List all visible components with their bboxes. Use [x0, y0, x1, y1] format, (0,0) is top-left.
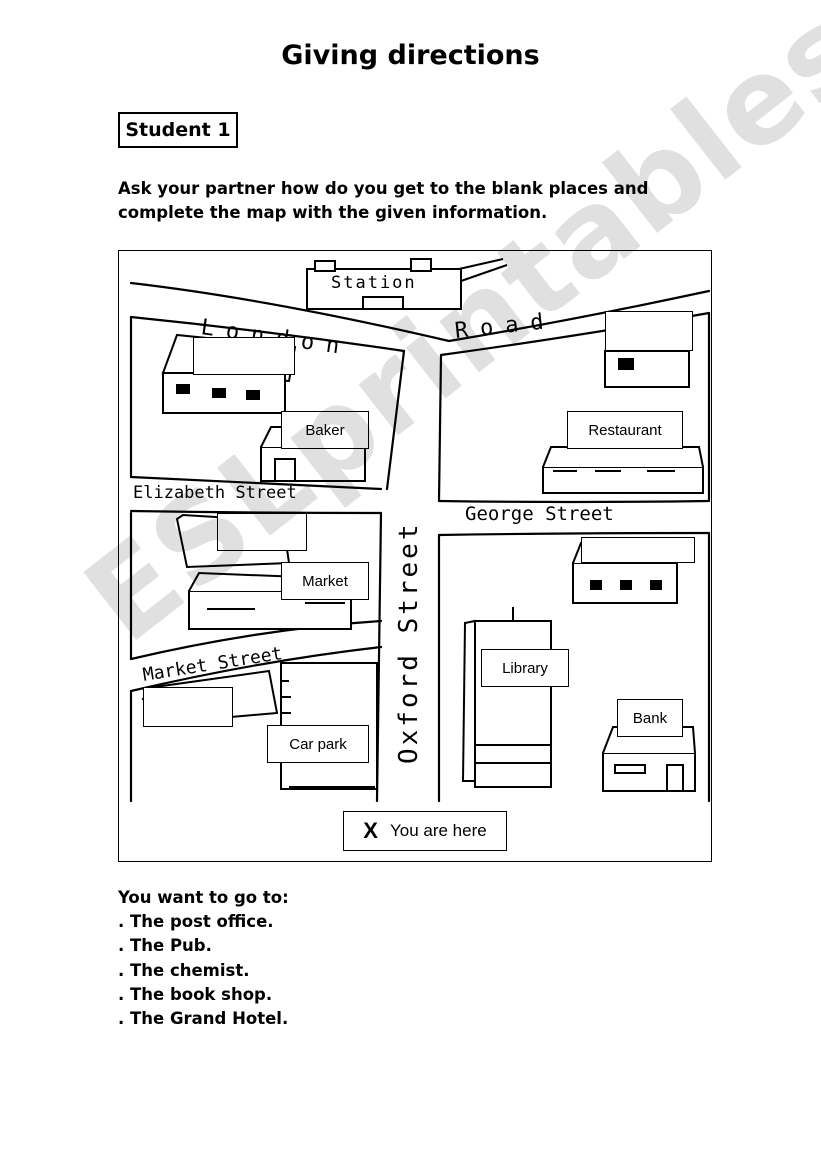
blank-label-2[interactable] — [605, 311, 693, 351]
george-top-edge — [437, 499, 711, 504]
oxford-right-edge-top — [437, 353, 443, 503]
list-item: . The post office. — [118, 912, 274, 932]
restaurant-building — [542, 446, 704, 494]
student-label: Student 1 — [118, 112, 238, 148]
instructions: Ask your partner how do you get to the b… — [118, 177, 718, 225]
building-label-library: Library — [481, 649, 569, 687]
station-building — [306, 258, 508, 310]
you-are-here-marker: X You are here — [343, 811, 507, 851]
library-building — [461, 607, 552, 788]
page-title: Giving directions — [281, 40, 540, 71]
blank-label-1[interactable] — [193, 337, 295, 375]
blank-label-3[interactable] — [217, 513, 307, 551]
instructions-line-1: Ask your partner how do you get to the b… — [118, 179, 649, 198]
building-label-station: Station — [331, 273, 417, 293]
bank-building — [602, 726, 696, 792]
town-map: London Road Elizabeth Street George Stre… — [118, 250, 712, 862]
market-street-bottom-edge — [129, 645, 383, 693]
street-label-elizabeth: Elizabeth Street — [133, 483, 297, 503]
destinations-list: You want to go to: . The post office. . … — [118, 886, 518, 1031]
building-label-baker: Baker — [281, 411, 369, 449]
car-park-lot — [280, 662, 378, 790]
list-item: . The Grand Hotel. — [118, 1009, 289, 1029]
blank-label-5[interactable] — [143, 687, 233, 727]
london-road-bottom-edge-left — [129, 315, 406, 353]
destinations-heading: You want to go to: — [118, 888, 289, 907]
street-label-oxford: Oxford Street — [394, 521, 424, 765]
george-bottom-edge — [437, 531, 711, 537]
oxford-left-edge-top — [385, 349, 406, 491]
elizabeth-top-edge — [129, 475, 383, 491]
blank-label-4[interactable] — [581, 537, 695, 563]
list-item: . The book shop. — [118, 984, 273, 1004]
london-road-top-edge — [129, 281, 711, 343]
building-label-car-park: Car park — [267, 725, 369, 763]
street-label-george: George Street — [465, 503, 614, 525]
building-label-market: Market — [281, 562, 369, 600]
you-are-here-label: You are here — [389, 821, 487, 840]
list-item: . The chemist. — [118, 960, 250, 980]
list-item: . The Pub. — [118, 936, 212, 956]
instructions-line-2: complete the map with the given informat… — [118, 203, 548, 222]
elizabeth-bottom-edge — [129, 509, 383, 515]
x-marker-icon: X — [363, 818, 378, 843]
building-label-restaurant: Restaurant — [567, 411, 683, 449]
building-label-bank: Bank — [617, 699, 683, 737]
